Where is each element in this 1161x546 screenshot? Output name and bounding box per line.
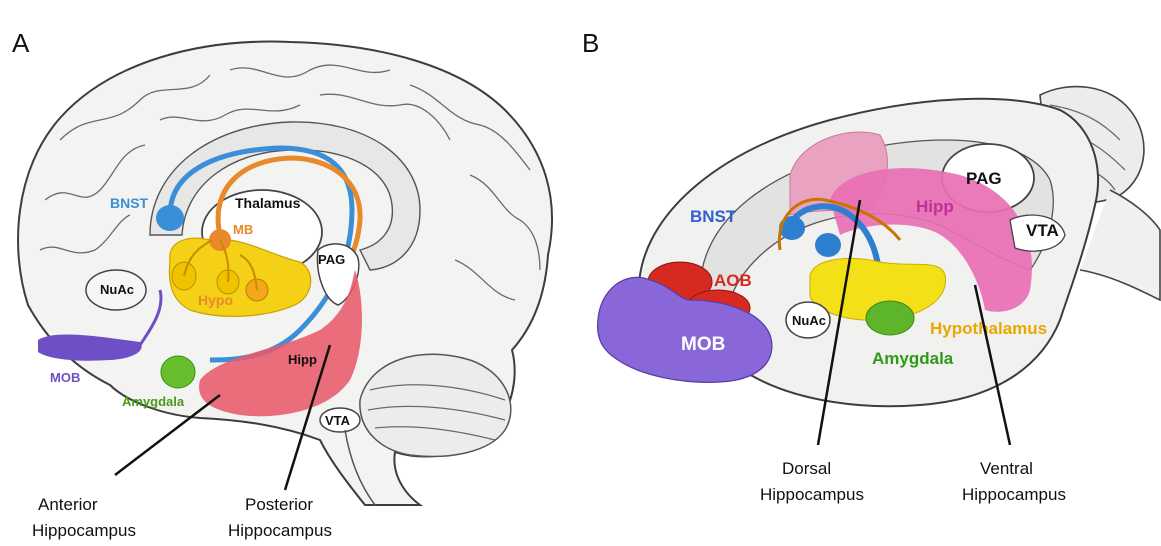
label-mb-a: MB	[233, 222, 253, 237]
label-mob-a: MOB	[50, 370, 80, 385]
label-bnst-a: BNST	[110, 195, 149, 211]
amygdala-a-region	[161, 356, 195, 388]
caption-posterior-1: Posterior	[245, 495, 313, 514]
label-bnst-b: BNST	[690, 207, 737, 226]
cerebellum	[360, 354, 511, 456]
panel-a: A	[12, 28, 552, 540]
caption-anterior-2: Hippocampus	[32, 521, 136, 540]
caption-ventral-1: Ventral	[980, 459, 1033, 478]
label-nuac-a: NuAc	[100, 282, 134, 297]
label-amygdala-b: Amygdala	[872, 349, 954, 368]
label-vta-b: VTA	[1026, 221, 1059, 240]
label-vta-a: VTA	[325, 413, 351, 428]
panel-b-letter: B	[582, 28, 599, 58]
label-thalamus-a: Thalamus	[235, 195, 301, 211]
label-nuac-b: NuAc	[792, 313, 826, 328]
panel-a-letter: A	[12, 28, 30, 58]
caption-dorsal-2: Hippocampus	[760, 485, 864, 504]
caption-anterior-1: Anterior	[38, 495, 98, 514]
bnst-node-b2	[815, 233, 841, 257]
label-hipp-b: Hipp	[916, 197, 954, 216]
label-pag-a: PAG	[318, 252, 345, 267]
caption-dorsal-1: Dorsal	[782, 459, 831, 478]
label-mob-b: MOB	[681, 334, 725, 355]
amygdala-b-region	[866, 301, 914, 335]
label-hypothalamus-b: Hypothalamus	[930, 319, 1047, 338]
label-hypo-a: Hypo	[198, 292, 233, 308]
panel-b: B PAG B	[582, 28, 1160, 504]
label-hipp-a: Hipp	[288, 352, 317, 367]
label-aob-b: AOB	[714, 271, 752, 290]
caption-ventral-2: Hippocampus	[962, 485, 1066, 504]
label-amygdala-a: Amygdala	[122, 394, 185, 409]
label-pag-b: PAG	[966, 169, 1002, 188]
bnst-node	[156, 205, 184, 231]
caption-posterior-2: Hippocampus	[228, 521, 332, 540]
